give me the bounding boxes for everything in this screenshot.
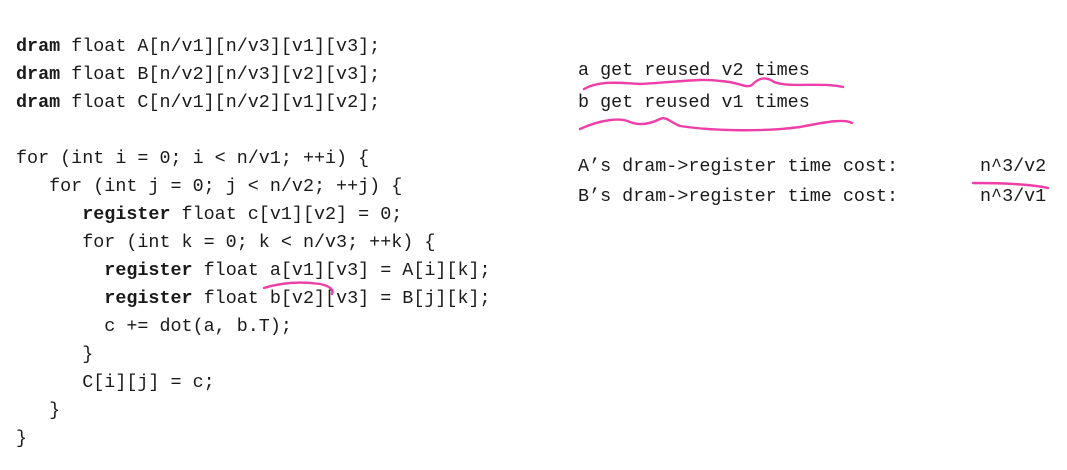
code-line: dram float C[n/v1][n/v2][v1][v2];	[16, 92, 380, 114]
cost-a-label: A’s dram->register time cost:	[578, 156, 899, 177]
code-line: for (int k = 0; k < n/v3; ++k) {	[16, 232, 435, 254]
reuse-a-note: a get reused v2 times	[578, 60, 810, 81]
code-line: dram float B[n/v2][n/v3][v2][v3];	[16, 64, 380, 86]
code-text: for (int k = 0; k < n/v3; ++k) {	[16, 232, 436, 253]
code-text: for (int i = 0; i < n/v1; ++i) {	[16, 148, 370, 169]
code-text: float a[v1][v3] = A[i][k];	[192, 260, 491, 281]
keyword: dram	[16, 64, 61, 85]
keyword: dram	[16, 36, 61, 57]
code-line: register float b[v2][v3] = B[j][k];	[16, 288, 491, 310]
keyword: register	[16, 260, 193, 281]
code-line: }	[16, 400, 60, 422]
code-text: }	[16, 344, 94, 365]
code-line: c += dot(a, b.T);	[16, 316, 292, 338]
cost-b-label: B’s dram->register time cost:	[578, 186, 899, 207]
cost-a-value: n^3/v2	[980, 156, 1047, 177]
code-line: C[i][j] = c;	[16, 372, 215, 394]
code-text: }	[16, 428, 28, 449]
code-text: for (int j = 0; j < n/v2; ++j) {	[16, 176, 403, 197]
code-line: dram float A[n/v1][n/v3][v1][v3];	[16, 36, 380, 58]
code-line: }	[16, 428, 27, 450]
reuse-b-note: b get reused v1 times	[578, 92, 810, 113]
keyword: register	[16, 204, 171, 225]
code-text: C[i][j] = c;	[16, 372, 215, 393]
code-text: c += dot(a, b.T);	[16, 316, 292, 337]
keyword: dram	[16, 92, 61, 113]
code-line: }	[16, 344, 93, 366]
cost-b-value: n^3/v1	[980, 186, 1047, 207]
code-text: float C[n/v1][n/v2][v1][v2];	[60, 92, 381, 113]
underline-reuse-b	[578, 117, 854, 132]
code-line: register float c[v1][v2] = 0;	[16, 204, 402, 226]
code-line: for (int i = 0; i < n/v1; ++i) {	[16, 148, 369, 170]
code-text: float B[n/v2][n/v3][v2][v3];	[60, 64, 381, 85]
code-text: float c[v1][v2] = 0;	[170, 204, 403, 225]
code-text: }	[16, 400, 61, 421]
keyword: register	[16, 288, 193, 309]
code-text: float b[v2][v3] = B[j][k];	[192, 288, 491, 309]
code-line: for (int j = 0; j < n/v2; ++j) {	[16, 176, 402, 198]
code-line: register float a[v1][v3] = A[i][k];	[16, 260, 491, 282]
code-text: float A[n/v1][n/v3][v1][v3];	[60, 36, 381, 57]
